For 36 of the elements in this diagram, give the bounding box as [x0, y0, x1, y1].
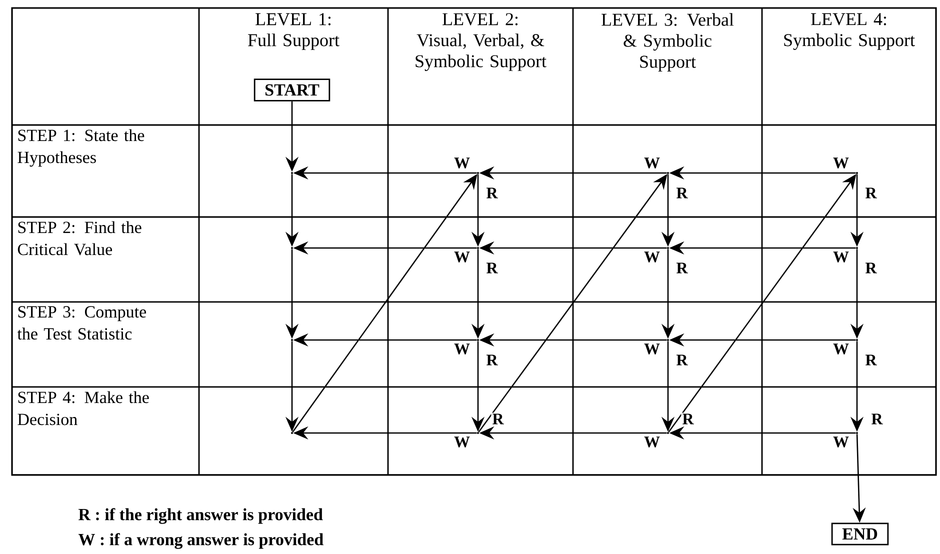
- edge-label: W: [832, 156, 850, 170]
- legend-text: W : if a wrong answer is provided: [78, 533, 324, 549]
- row-header: STEP 4: Make the Decision: [18, 391, 149, 426]
- column-header: LEVEL 3: Verbal & Symbolic Support: [602, 13, 734, 72]
- edge-label: R: [864, 262, 878, 274]
- edge-label: W: [832, 250, 850, 264]
- edge-label: R: [675, 354, 689, 366]
- edge-label: W: [832, 436, 850, 448]
- edge-label: W: [453, 250, 471, 264]
- edge-label: W: [643, 342, 661, 356]
- terminal-box: END: [831, 522, 889, 546]
- edge-label: W: [643, 156, 661, 170]
- legend-text: R : if the right answer is provided: [78, 508, 323, 524]
- edge-label: R: [864, 354, 878, 366]
- terminal-box: START: [254, 78, 330, 102]
- edge-label: R: [485, 262, 499, 274]
- row-header: STEP 1: State the Hypotheses: [18, 129, 144, 167]
- edge-label: R: [491, 412, 505, 426]
- edge-label: W: [643, 250, 661, 264]
- edge-label: W: [643, 436, 661, 448]
- edge-label: R: [870, 412, 884, 426]
- edge-label: W: [832, 342, 850, 356]
- edge-label: W: [453, 156, 471, 170]
- edge-label: R: [864, 186, 878, 200]
- edge-label: R: [675, 262, 689, 274]
- column-header: LEVEL 2: Visual, Verbal, & Symbolic Support: [416, 13, 546, 71]
- row-header: STEP 2: Find the Critical Value: [18, 221, 142, 256]
- edge-label: R: [675, 186, 689, 200]
- edge-label: R: [681, 412, 695, 426]
- column-header: LEVEL 4: Symbolic Support: [784, 13, 915, 50]
- edge-label: W: [453, 342, 471, 356]
- edge-label: R: [485, 354, 499, 366]
- edge-label: R: [485, 186, 499, 200]
- row-header: STEP 3: Compute the Test Statistic: [17, 306, 146, 340]
- edge-label: W: [453, 436, 471, 448]
- column-header: LEVEL 1: Full Support: [248, 13, 340, 50]
